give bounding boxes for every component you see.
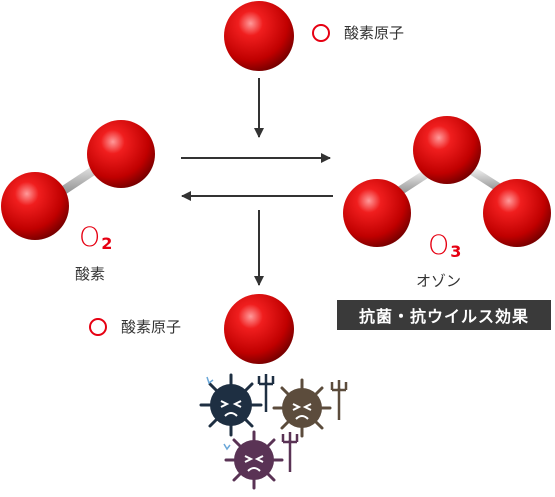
atom-label-bottom: 酸素原子 — [121, 318, 182, 336]
oxygen-atom-icon — [483, 179, 551, 247]
atom-label-top: 酸素原子 — [344, 24, 405, 42]
o3-formula: O3 — [428, 230, 462, 261]
oxygen-atom-icon — [343, 179, 411, 247]
effect-badge: 抗菌・抗ウイルス効果 — [337, 300, 551, 330]
atom-legend-icon — [89, 318, 107, 336]
atom-legend-icon — [312, 24, 330, 42]
germ-characters — [199, 373, 348, 490]
o2-formula: O2 — [79, 222, 113, 253]
pitchfork-icon — [257, 374, 275, 412]
pitchfork-icon — [330, 380, 348, 420]
o2-molecule — [1, 120, 155, 240]
oxygen-atom-icon — [413, 116, 481, 184]
germ-character-icon — [223, 430, 284, 490]
oxygen-atom-icon — [224, 1, 294, 71]
germ-character-icon — [199, 373, 263, 437]
oxygen-atom-icon — [224, 294, 294, 364]
pitchfork-icon — [281, 432, 299, 472]
oxygen-atom-icon — [87, 120, 155, 188]
germ-character-icon — [272, 378, 332, 438]
o2-name: 酸素 — [75, 265, 106, 283]
o3-name: オゾン — [416, 272, 462, 290]
oxygen-atom-icon — [1, 172, 69, 240]
o3-molecule — [343, 116, 551, 247]
